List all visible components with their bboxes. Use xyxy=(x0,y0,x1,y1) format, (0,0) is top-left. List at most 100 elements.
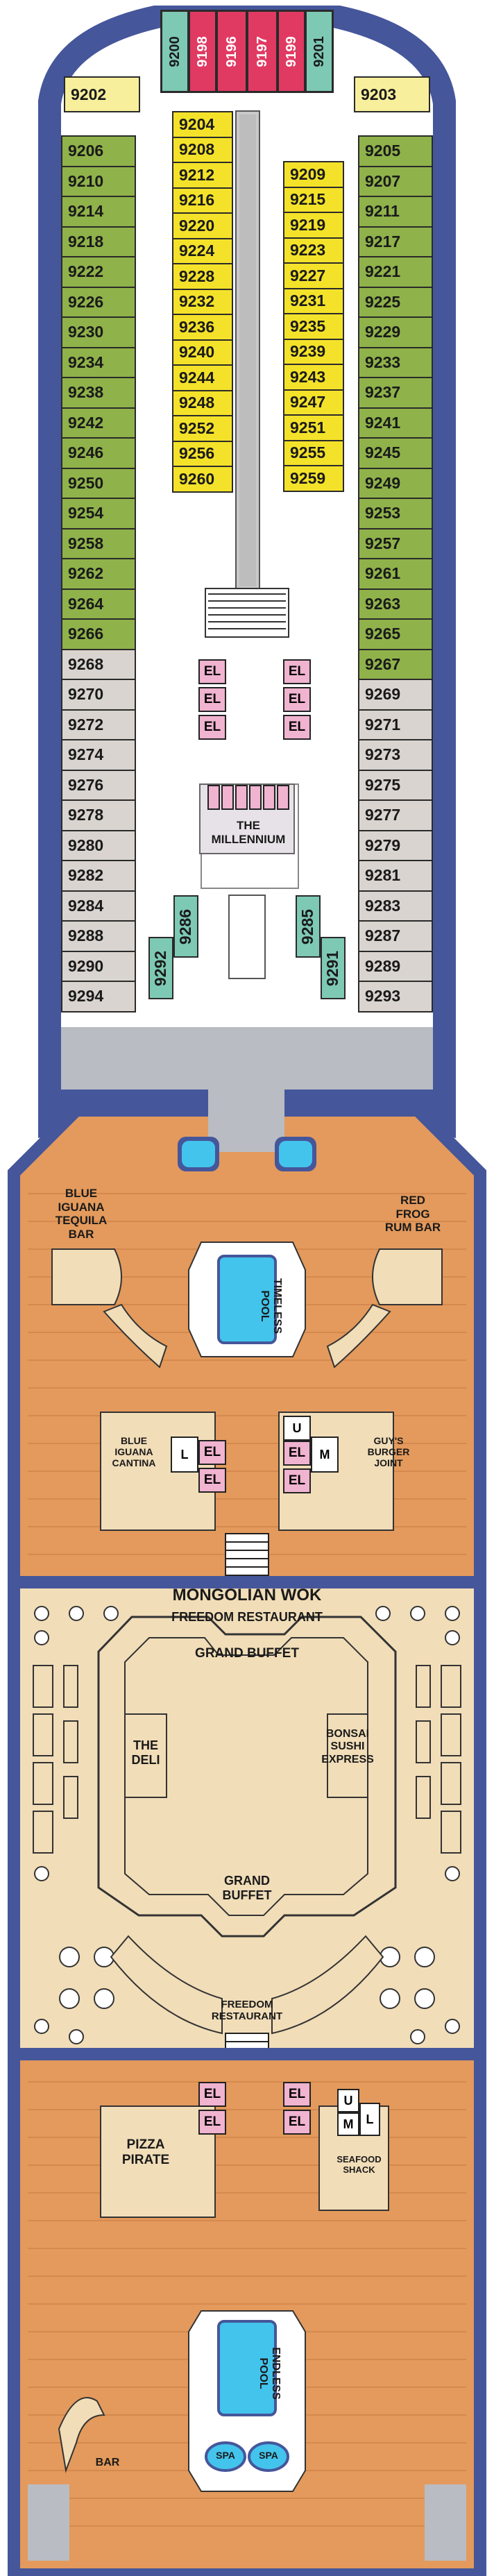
cabin-9285[interactable]: 9285 xyxy=(296,895,321,958)
cabin-9279[interactable]: 9279 xyxy=(358,829,433,861)
cabin-9258[interactable]: 9258 xyxy=(61,527,136,559)
cabin-9289[interactable]: 9289 xyxy=(358,950,433,982)
cabin-9283[interactable]: 9283 xyxy=(358,890,433,922)
cabin-9251[interactable]: 9251 xyxy=(283,414,344,441)
cabin-9276[interactable]: 9276 xyxy=(61,769,136,801)
bonsai-sushi-express[interactable]: BONSAI SUSHI EXPRESS xyxy=(321,1728,374,1765)
cabin-9230[interactable]: 9230 xyxy=(61,316,136,348)
cabin-9219[interactable]: 9219 xyxy=(283,212,344,239)
cabin-9203[interactable]: 9203 xyxy=(354,76,430,112)
cabin-9273[interactable]: 9273 xyxy=(358,739,433,771)
mongolian-wok[interactable]: MONGOLIAN WOK xyxy=(172,1586,322,1604)
pizza-pirate[interactable]: PIZZA PIRATE xyxy=(121,2137,170,2167)
grand-buffet-bottom[interactable]: GRAND BUFFET xyxy=(222,1874,272,1902)
cabin-9212[interactable]: 9212 xyxy=(172,162,233,189)
timeless-pool[interactable]: TIMELESS POOL xyxy=(258,1278,283,1334)
cabin-9224[interactable]: 9224 xyxy=(172,237,233,264)
cabin-9209[interactable]: 9209 xyxy=(283,161,344,188)
cabin-9288[interactable]: 9288 xyxy=(61,920,136,952)
spa-left[interactable]: SPA xyxy=(216,2450,235,2461)
cabin-9262[interactable]: 9262 xyxy=(61,558,136,590)
cabin-9265[interactable]: 9265 xyxy=(358,618,433,650)
cabin-9275[interactable]: 9275 xyxy=(358,769,433,801)
cabin-9237[interactable]: 9237 xyxy=(358,377,433,409)
cabin-9198[interactable]: 9198 xyxy=(189,10,216,92)
cabin-9200[interactable]: 9200 xyxy=(161,10,189,92)
cabin-9206[interactable]: 9206 xyxy=(61,135,136,167)
cabin-9272[interactable]: 9272 xyxy=(61,709,136,740)
cabin-9260[interactable]: 9260 xyxy=(172,466,233,493)
freedom-restaurant-bottom[interactable]: FREEDOM RESTAURANT xyxy=(211,1999,283,2023)
cabin-9247[interactable]: 9247 xyxy=(283,389,344,416)
cabin-9225[interactable]: 9225 xyxy=(358,286,433,318)
elevator-mid-r1[interactable]: EL xyxy=(283,1441,311,1466)
cabin-9216[interactable]: 9216 xyxy=(172,187,233,214)
cabin-9205[interactable]: 9205 xyxy=(358,135,433,167)
cabin-9287[interactable]: 9287 xyxy=(358,920,433,952)
cabin-9284[interactable]: 9284 xyxy=(61,890,136,922)
cabin-9228[interactable]: 9228 xyxy=(172,263,233,290)
cabin-9291[interactable]: 9291 xyxy=(321,937,346,999)
cabin-9244[interactable]: 9244 xyxy=(172,364,233,391)
elevator-mid-l1[interactable]: EL xyxy=(198,1440,226,1465)
cabin-9255[interactable]: 9255 xyxy=(283,439,344,466)
blue-iguana-cantina[interactable]: BLUE IGUANA CANTINA xyxy=(112,1435,156,1469)
cabin-9201[interactable]: 9201 xyxy=(305,10,333,92)
cabin-9234[interactable]: 9234 xyxy=(61,346,136,378)
cabin-9204[interactable]: 9204 xyxy=(172,111,233,138)
cabin-9294[interactable]: 9294 xyxy=(61,981,136,1012)
cabin-9249[interactable]: 9249 xyxy=(358,467,433,499)
elevator-aft-r1[interactable]: EL xyxy=(283,2082,311,2107)
cabin-9221[interactable]: 9221 xyxy=(358,256,433,288)
cabin-9239[interactable]: 9239 xyxy=(283,338,344,365)
cabin-9235[interactable]: 9235 xyxy=(283,313,344,340)
cabin-9231[interactable]: 9231 xyxy=(283,287,344,314)
cabin-9215[interactable]: 9215 xyxy=(283,186,344,213)
cabin-9211[interactable]: 9211 xyxy=(358,196,433,228)
cabin-9210[interactable]: 9210 xyxy=(61,165,136,197)
elevator-fwd-l2[interactable]: EL xyxy=(198,687,226,712)
cabin-9277[interactable]: 9277 xyxy=(358,799,433,831)
cabin-9218[interactable]: 9218 xyxy=(61,226,136,257)
cabin-9241[interactable]: 9241 xyxy=(358,407,433,439)
cabin-9248[interactable]: 9248 xyxy=(172,389,233,416)
cabin-9199[interactable]: 9199 xyxy=(278,10,305,92)
endless-pool[interactable]: ENDLESS POOL xyxy=(257,2347,282,2400)
cabin-9227[interactable]: 9227 xyxy=(283,262,344,289)
cabin-9282[interactable]: 9282 xyxy=(61,860,136,892)
cabin-9253[interactable]: 9253 xyxy=(358,498,433,529)
cabin-9242[interactable]: 9242 xyxy=(61,407,136,439)
elevator-fwd-r3[interactable]: EL xyxy=(283,715,311,740)
freedom-restaurant-top[interactable]: FREEDOM RESTAURANT xyxy=(171,1610,323,1624)
cabin-9292[interactable]: 9292 xyxy=(148,937,173,999)
cabin-9202[interactable]: 9202 xyxy=(64,76,140,112)
elevator-aft-l2[interactable]: EL xyxy=(198,2110,226,2135)
red-frog-rum-bar[interactable]: RED FROG RUM BAR xyxy=(384,1194,441,1235)
cabin-9232[interactable]: 9232 xyxy=(172,288,233,315)
cabin-9278[interactable]: 9278 xyxy=(61,799,136,831)
elevator-mid-r2[interactable]: EL xyxy=(283,1468,311,1493)
cabin-9222[interactable]: 9222 xyxy=(61,256,136,288)
elevator-fwd-l3[interactable]: EL xyxy=(198,715,226,740)
cabin-9207[interactable]: 9207 xyxy=(358,165,433,197)
cabin-9220[interactable]: 9220 xyxy=(172,212,233,239)
cabin-9269[interactable]: 9269 xyxy=(358,679,433,711)
cabin-9257[interactable]: 9257 xyxy=(358,527,433,559)
cabin-9245[interactable]: 9245 xyxy=(358,437,433,469)
cabin-9243[interactable]: 9243 xyxy=(283,364,344,391)
cabin-9280[interactable]: 9280 xyxy=(61,829,136,861)
cabin-9229[interactable]: 9229 xyxy=(358,316,433,348)
cabin-9281[interactable]: 9281 xyxy=(358,860,433,892)
cabin-9290[interactable]: 9290 xyxy=(61,950,136,982)
cabin-9246[interactable]: 9246 xyxy=(61,437,136,469)
cabin-9217[interactable]: 9217 xyxy=(358,226,433,257)
seafood-shack[interactable]: SEAFOOD SHACK xyxy=(337,2154,382,2175)
cabin-9261[interactable]: 9261 xyxy=(358,558,433,590)
cabin-9266[interactable]: 9266 xyxy=(61,618,136,650)
aft-bar[interactable]: BAR xyxy=(95,2457,120,2468)
cabin-9223[interactable]: 9223 xyxy=(283,237,344,264)
cabin-9271[interactable]: 9271 xyxy=(358,709,433,740)
cabin-9236[interactable]: 9236 xyxy=(172,314,233,341)
cabin-9270[interactable]: 9270 xyxy=(61,679,136,711)
the-deli[interactable]: THE DELI xyxy=(131,1738,160,1767)
